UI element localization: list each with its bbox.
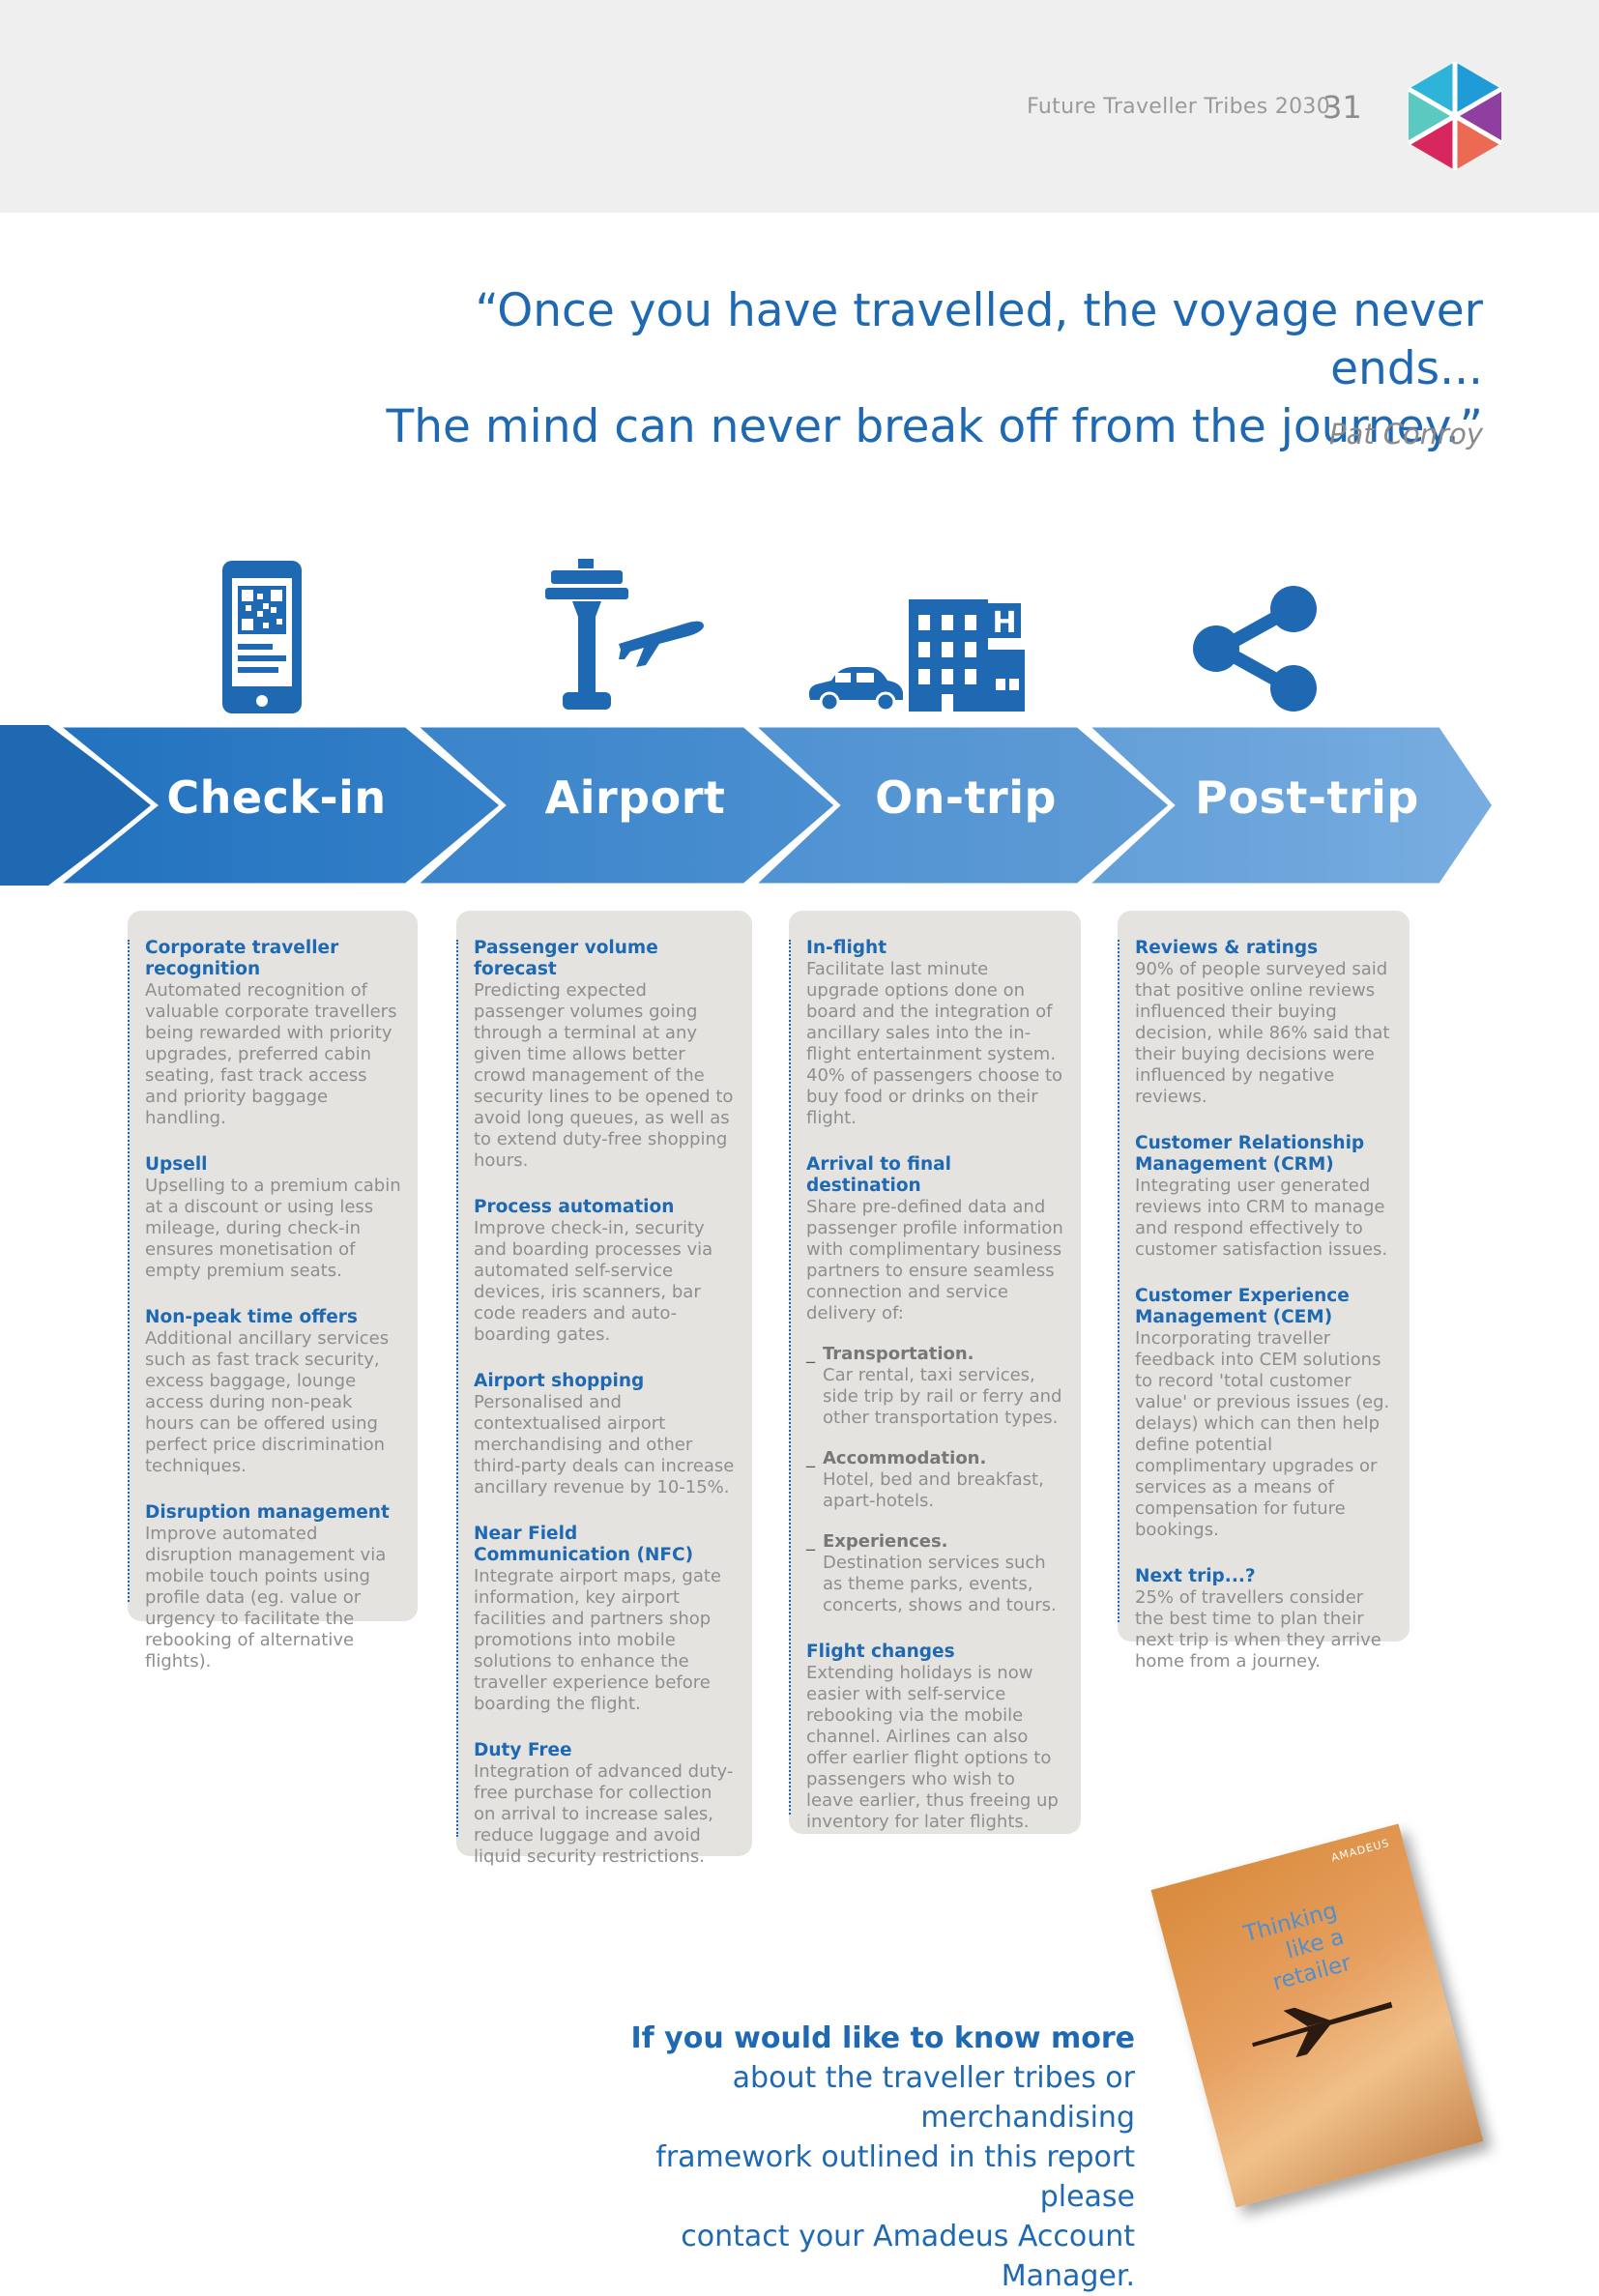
- content-block: Near Field Communication (NFC) Integrate…: [474, 1524, 737, 1715]
- block-text: Additional ancillary services such as fa…: [145, 1328, 390, 1476]
- block-heading: Passenger volume forecast: [474, 938, 658, 979]
- stage-label-post-trip: Post-trip: [1195, 771, 1419, 824]
- content-block: Next trip...? 25% of travellers consider…: [1135, 1566, 1394, 1672]
- sub-text: Hotel, bed and breakfast, apart-hotels.: [823, 1469, 1044, 1511]
- content-block: Customer Relationship Management (CRM) I…: [1135, 1133, 1394, 1261]
- block-heading: Customer Experience Management (CEM): [1135, 1286, 1350, 1327]
- airplane-icon: [1252, 2001, 1393, 2058]
- content-block: Process automation Improve check-in, sec…: [474, 1197, 737, 1346]
- share-icon: [1193, 586, 1317, 712]
- block-text: Integrating user generated reviews into …: [1135, 1176, 1388, 1260]
- block-text: 25% of travellers consider the best time…: [1135, 1587, 1381, 1671]
- quote-line-1: “Once you have travelled, the voyage nev…: [475, 284, 1483, 395]
- content-block: Disruption management Improve automated …: [145, 1502, 402, 1672]
- checkin-column: Corporate traveller recognition Automate…: [128, 911, 418, 1671]
- block-text: Share pre-defined data and passenger pro…: [806, 1197, 1063, 1323]
- block-heading: Near Field Communication (NFC): [474, 1524, 694, 1565]
- block-text: Upselling to a premium cabin at a discou…: [145, 1176, 401, 1281]
- amadeus-hexagon-logo: [1407, 62, 1503, 170]
- page-number: 31: [1323, 89, 1362, 126]
- block-heading: In-flight: [806, 938, 887, 958]
- block-heading: Airport shopping: [474, 1371, 645, 1391]
- block-text: Improve automated disruption management …: [145, 1524, 387, 1671]
- block-text: Incorporating traveller feedback into CE…: [1135, 1328, 1390, 1540]
- sub-heading: Transportation.: [823, 1344, 974, 1364]
- stage-chevron-1: [0, 725, 155, 886]
- stage-chevron-5: [1080, 723, 1498, 887]
- block-text: Personalised and contextualised airport …: [474, 1392, 735, 1497]
- block-heading: Customer Relationship Management (CRM): [1135, 1133, 1365, 1175]
- block-text: Integrate airport maps, gate information…: [474, 1566, 722, 1714]
- contact-call-to-action: If you would like to know more about the…: [555, 2019, 1136, 2296]
- block-heading: Disruption management: [145, 1502, 390, 1523]
- airport-column: Passenger volume forecast Predicting exp…: [456, 911, 752, 1867]
- post-trip-column: Reviews & ratings 90% of people surveyed…: [1118, 911, 1410, 1671]
- svg-text:H: H: [992, 606, 1016, 640]
- content-block: Duty Free Integration of advanced duty-f…: [474, 1740, 737, 1868]
- dash-marker: _: [806, 1344, 815, 1364]
- block-heading: Reviews & ratings: [1135, 938, 1319, 958]
- content-block: Flight changes Extending holidays is now…: [806, 1642, 1065, 1833]
- stage-label-airport: Airport: [544, 771, 726, 824]
- book-brand: AMADEUS: [1329, 1836, 1391, 1865]
- content-block: Reviews & ratings 90% of people surveyed…: [1135, 938, 1394, 1108]
- sub-heading: Accommodation.: [823, 1448, 987, 1468]
- block-heading: Flight changes: [806, 1642, 955, 1662]
- block-heading: Corporate traveller recognition: [145, 938, 339, 979]
- block-heading: Process automation: [474, 1197, 675, 1217]
- block-text: Predicting expected passenger volumes go…: [474, 980, 734, 1171]
- block-heading: Next trip...?: [1135, 1566, 1256, 1586]
- content-block: Airport shopping Personalised and contex…: [474, 1371, 737, 1498]
- cta-line: about the traveller tribes or merchandis…: [732, 2061, 1135, 2135]
- car-hotel-icon: H: [808, 599, 1025, 712]
- sub-text: Destination services such as theme parks…: [823, 1553, 1057, 1615]
- book-cover: AMADEUS Thinking like a retailer: [1150, 1823, 1484, 2208]
- sub-item: _ Accommodation. Hotel, bed and breakfas…: [806, 1448, 1065, 1512]
- journey-banner: [0, 723, 1498, 887]
- control-tower-plane-icon: [545, 559, 704, 710]
- block-heading: Duty Free: [474, 1740, 572, 1760]
- block-heading: Arrival to final destination: [806, 1154, 951, 1196]
- smartphone-qr-icon: [222, 561, 302, 713]
- dash-marker: _: [806, 1448, 815, 1468]
- pull-quote: “Once you have travelled, the voyage nev…: [323, 282, 1484, 456]
- stage-chevron-3: [408, 723, 841, 887]
- sub-item: _ Transportation. Car rental, taxi servi…: [806, 1344, 1065, 1429]
- content-block: Upsell Upselling to a premium cabin at a…: [145, 1154, 402, 1282]
- content-block: Non-peak time offers Additional ancillar…: [145, 1307, 402, 1477]
- sub-item: _ Experiences. Destination services such…: [806, 1531, 1065, 1616]
- content-block: In-flight Facilitate last minute upgrade…: [806, 938, 1065, 1129]
- block-text: Integration of advanced duty-free purcha…: [474, 1761, 734, 1867]
- block-text: 90% of people surveyed said that positiv…: [1135, 959, 1390, 1107]
- content-block: Corporate traveller recognition Automate…: [145, 938, 402, 1129]
- quote-author: Pat Conroy: [1328, 418, 1483, 450]
- content-block: Customer Experience Management (CEM) Inc…: [1135, 1286, 1394, 1541]
- header-band: [0, 0, 1599, 213]
- content-block: Passenger volume forecast Predicting exp…: [474, 938, 737, 1172]
- stage-chevron-2: [49, 723, 507, 887]
- sub-heading: Experiences.: [823, 1531, 948, 1552]
- cta-line: framework outlined in this report please: [655, 2140, 1135, 2214]
- stage-chevron-4: [746, 723, 1176, 887]
- report-cover-image: AMADEUS Thinking like a retailer: [1150, 1823, 1489, 2209]
- block-text: Automated recognition of valuable corpor…: [145, 980, 397, 1128]
- block-text: Facilitate last minute upgrade options d…: [806, 959, 1063, 1128]
- content-block: Arrival to final destination Share pre-d…: [806, 1154, 1065, 1616]
- quote-line-2: The mind can never break off from the jo…: [386, 400, 1484, 453]
- running-title: Future Traveller Tribes 2030: [1027, 95, 1330, 119]
- block-text: Extending holidays is now easier with se…: [806, 1663, 1059, 1832]
- cta-heading: If you would like to know more: [630, 2021, 1136, 2055]
- dash-marker: _: [806, 1531, 815, 1552]
- sub-text: Car rental, taxi services, side trip by …: [823, 1365, 1062, 1428]
- stage-label-on-trip: On-trip: [875, 771, 1057, 824]
- stage-label-check-in: Check-in: [166, 771, 387, 824]
- block-heading: Non-peak time offers: [145, 1307, 358, 1327]
- block-text: Improve check-in, security and boarding …: [474, 1218, 713, 1345]
- on-trip-column: In-flight Facilitate last minute upgrade…: [789, 911, 1081, 1834]
- cta-line: contact your Amadeus Account Manager.: [681, 2220, 1135, 2293]
- block-heading: Upsell: [145, 1154, 208, 1175]
